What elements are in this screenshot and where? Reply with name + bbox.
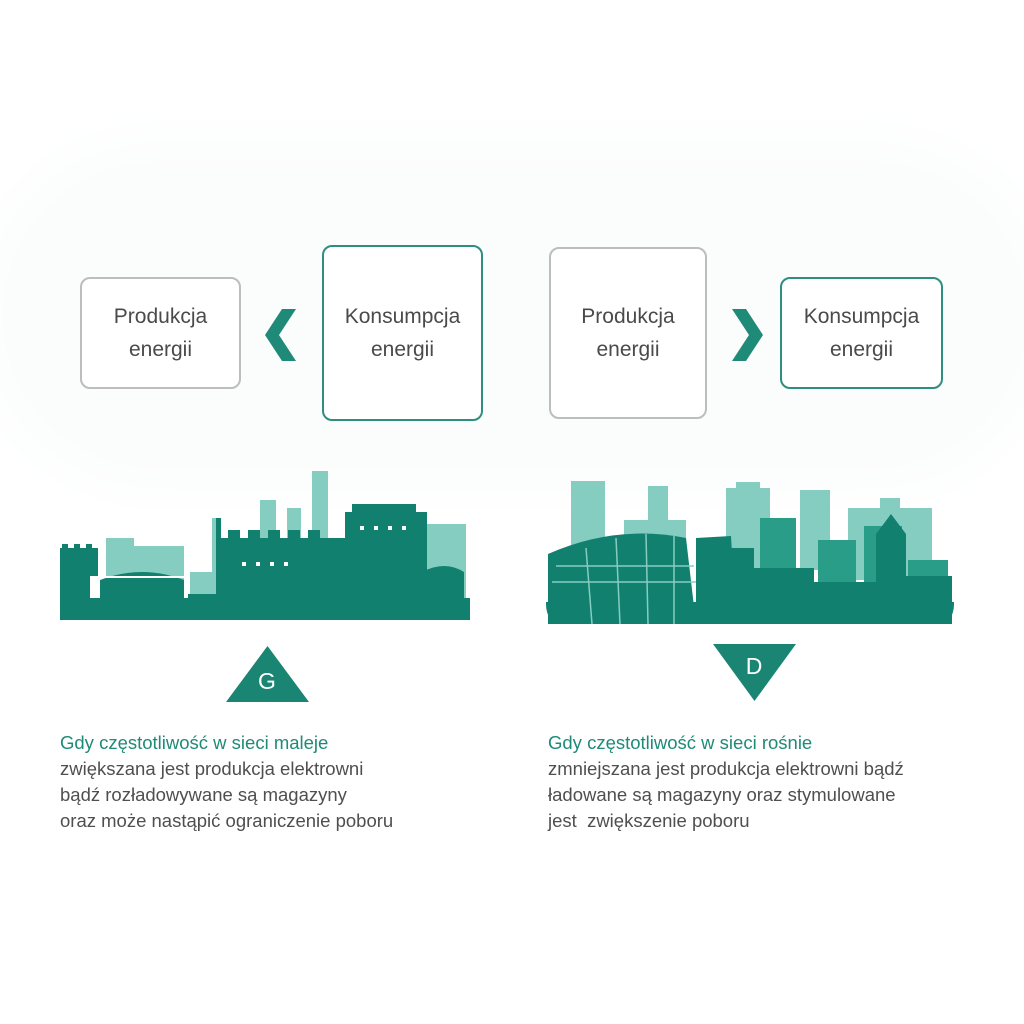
decrease-triangle-icon: [713, 644, 796, 701]
right-production-box: Produkcja energii: [549, 247, 707, 419]
power-plant-illustration: [60, 471, 470, 620]
left-caption: Gdy częstotliwość w sieci maleje zwiększ…: [60, 730, 480, 834]
right-caption-line: zmniejszana jest produkcja elektrowni bą…: [548, 758, 904, 779]
chevron-left-icon: [265, 309, 296, 361]
right-indicator-letter: D: [745, 653, 763, 679]
left-consumption-label-2: energii: [370, 338, 435, 361]
left-caption-line: bądź rozładowywane są magazyny: [60, 784, 347, 805]
right-production-label-1: Produkcja: [581, 305, 675, 328]
left-caption-line: zwiększana jest produkcja elektrowni: [60, 758, 364, 779]
right-production-label-2: energii: [596, 338, 660, 361]
right-consumption-label-1: Konsumpcja: [803, 305, 920, 328]
left-caption-line: oraz może nastąpić ograniczenie poboru: [60, 810, 394, 831]
left-production-label-1: Produkcja: [113, 305, 208, 328]
right-consumption-label-2: energii: [829, 338, 894, 361]
left-consumption-box: Konsumpcja energii: [322, 245, 483, 421]
left-indicator-letter: G: [258, 668, 276, 694]
left-production-box: Produkcja energii: [80, 277, 241, 389]
left-production-label-2: energii: [128, 338, 193, 361]
left-consumption-label-1: Konsumpcja: [344, 305, 461, 328]
increase-triangle-icon: [226, 646, 309, 702]
right-consumption-box: Konsumpcja energii: [780, 277, 943, 389]
right-caption-line: ładowane są magazyny oraz stymulowane: [548, 784, 896, 805]
chevron-right-icon: [732, 309, 763, 361]
left-caption-heading: Gdy częstotliwość w sieci maleje: [60, 732, 329, 753]
right-caption-heading: Gdy częstotliwość w sieci rośnie: [548, 732, 813, 753]
right-caption-line: jest zwiększenie poboru: [548, 810, 750, 831]
right-caption: Gdy częstotliwość w sieci rośnie zmniejs…: [548, 730, 988, 834]
city-skyline-illustration: [546, 481, 954, 624]
